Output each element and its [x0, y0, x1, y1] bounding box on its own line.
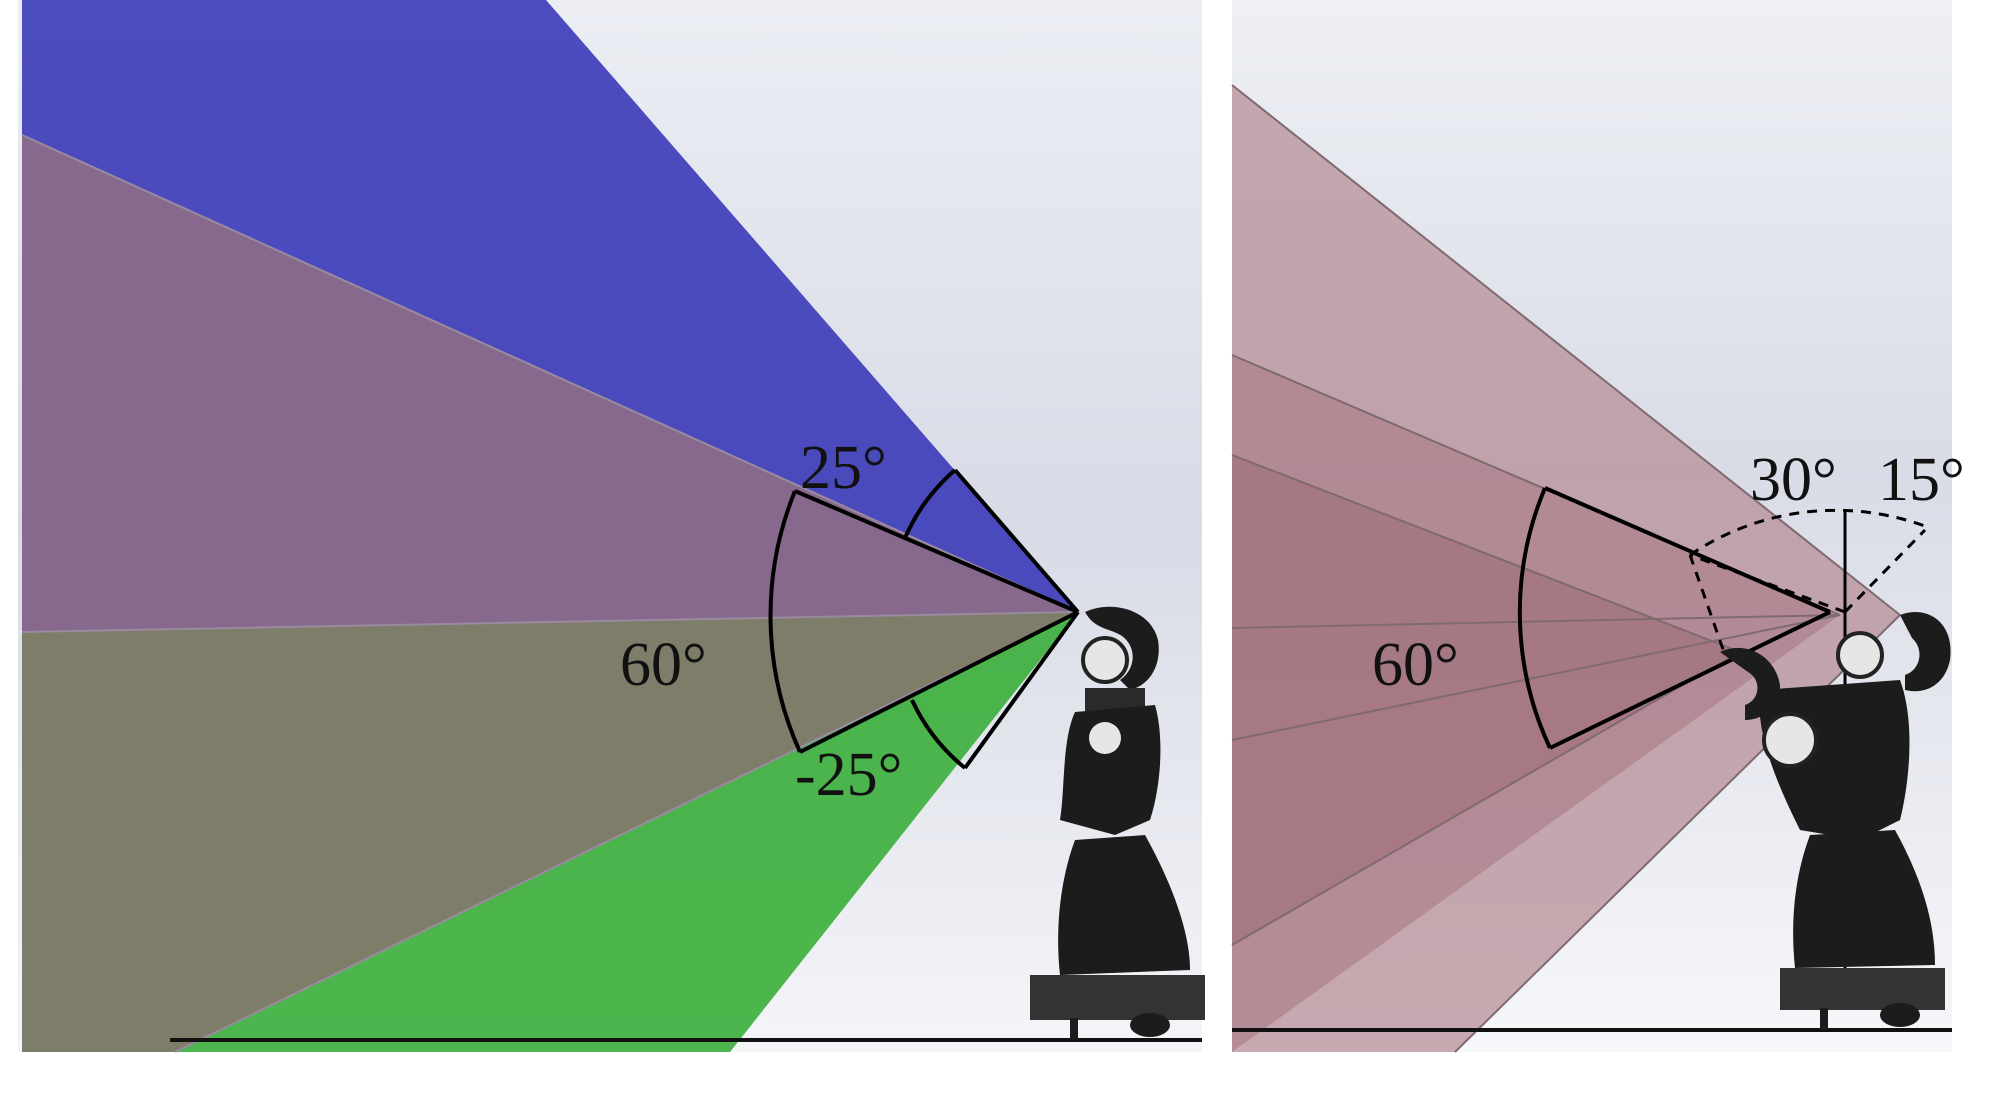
robot-left	[1030, 606, 1205, 1040]
robot-foot-left	[1070, 1018, 1078, 1040]
robot-base-body-left	[1058, 835, 1190, 975]
tilt-forward-fov-region	[1232, 455, 1740, 945]
angle-label-down: -25°	[795, 741, 902, 809]
robot-platform-left	[1030, 975, 1205, 1020]
angle-label-up: 25°	[800, 434, 887, 502]
angle-label-tilt-back: 30°	[1750, 446, 1837, 514]
center-fov-upper-region	[22, 135, 1078, 632]
robot-foot-right	[1820, 1008, 1828, 1030]
robot-platform-right	[1780, 968, 1945, 1010]
robot-torso-light-right	[1762, 712, 1818, 768]
robot-eye-right	[1836, 631, 1884, 679]
robot-right	[1720, 612, 1951, 1030]
robot-wheel-left	[1130, 1013, 1170, 1037]
angle-arcs-right	[1517, 486, 1831, 750]
robot-base-body-right	[1793, 830, 1935, 968]
robot-torso-left	[1060, 705, 1161, 835]
fov-boundaries	[21, 134, 1079, 1053]
robot-torso-light-left	[1089, 722, 1121, 754]
robot-wheel-right	[1880, 1003, 1920, 1027]
right-panel: 30° 15° 60°	[1231, 0, 1965, 1053]
angle-arcs-left	[768, 468, 1080, 770]
angle-label-fov-left: 60°	[620, 631, 707, 699]
robot-eye-left	[1081, 636, 1129, 684]
center-fov-lower-region	[22, 612, 1078, 1052]
robot-head-left	[1085, 606, 1159, 690]
left-panel: 25° 60° -25°	[18, 0, 1205, 1053]
robot-head-forward	[1900, 612, 1951, 692]
angle-label-fov-right: 60°	[1372, 631, 1459, 699]
angle-label-tilt-forward: 15°	[1878, 446, 1965, 514]
